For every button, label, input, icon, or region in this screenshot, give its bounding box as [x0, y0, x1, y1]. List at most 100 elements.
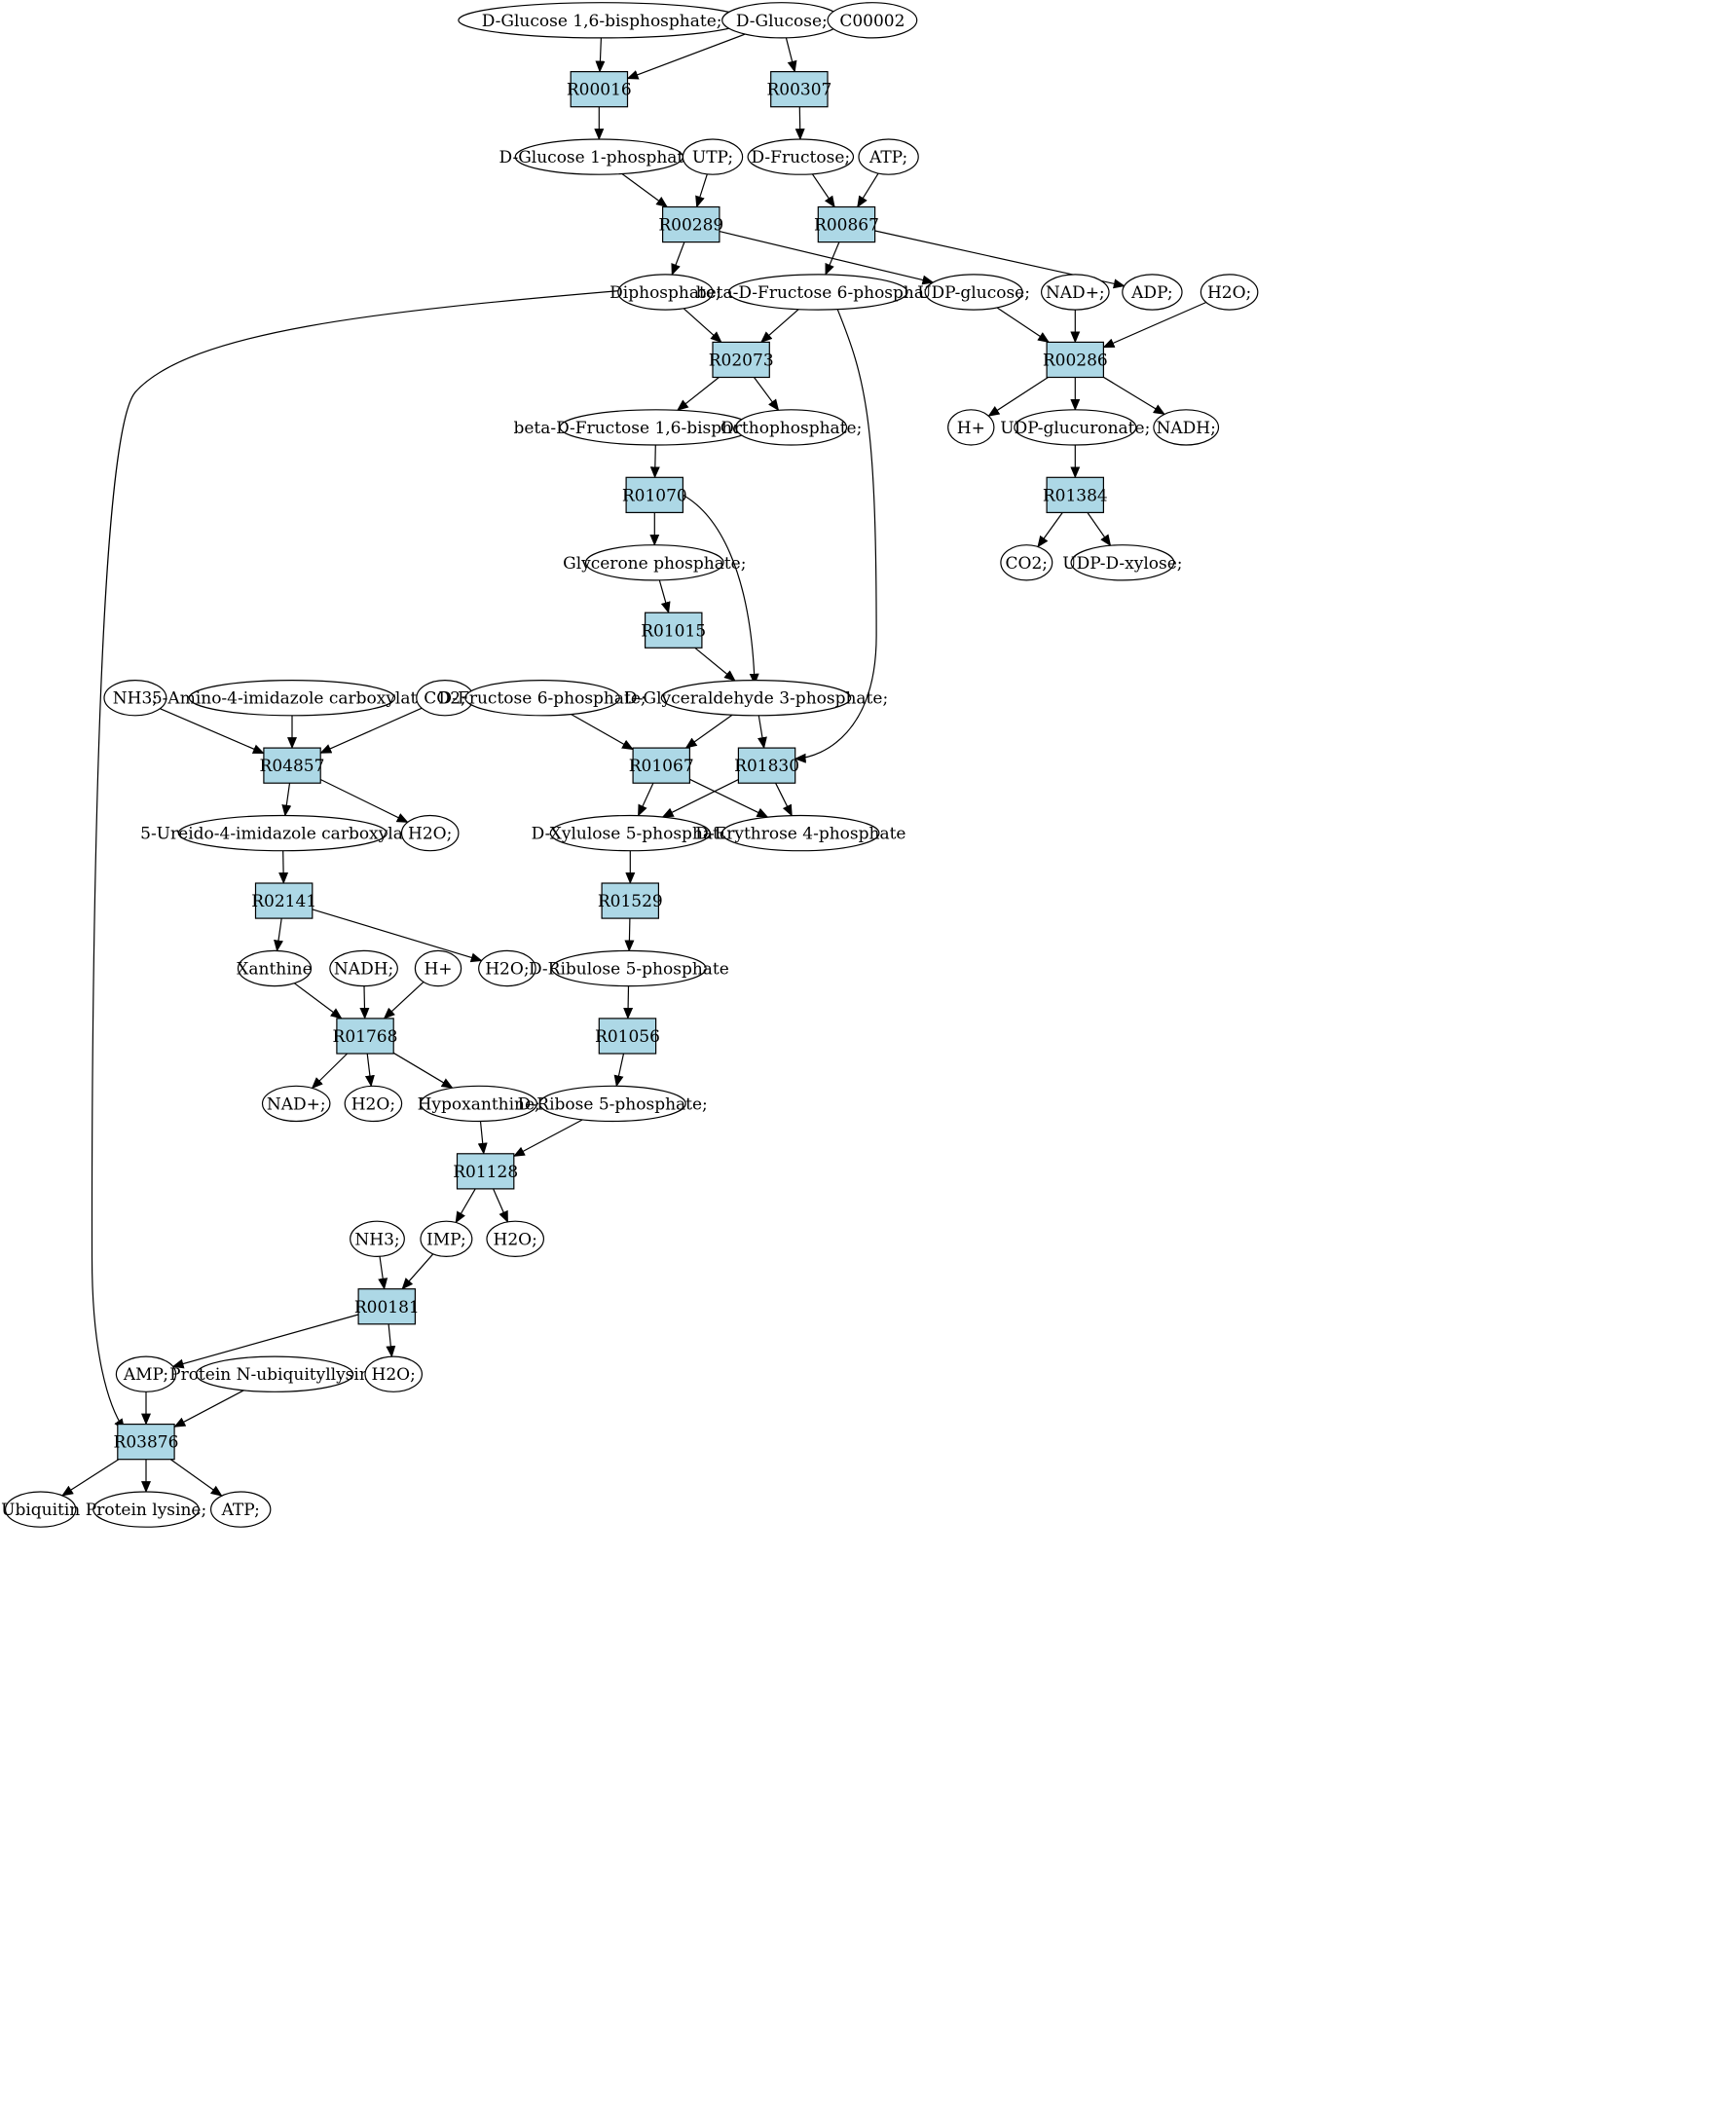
compound-label: ATP; [221, 1501, 260, 1520]
compound-ellipse [350, 1220, 405, 1258]
compound-node-nh3: NH3; [350, 1220, 405, 1258]
compound-label: D-Glyceraldehyde 3-phosphate; [624, 689, 888, 709]
edge-h-to-r01768 [383, 981, 425, 1020]
compound-node-c00002: C00002 [827, 2, 918, 39]
edge-r01768-to-h2o [364, 1053, 375, 1088]
compound-node-d-xylulose-5-phosphate: D-Xylulose 5-phosphate [532, 814, 729, 852]
compound-label: H2O; [351, 1094, 395, 1114]
compound-node-d-erythrose-4-phosphate: D-Erythrose 4-phosphate [695, 814, 905, 852]
edge-d-glyceraldehyde-3-phosphate-to-r01067 [684, 714, 733, 749]
compound-node-adp: ADP; [1122, 274, 1183, 311]
reaction-node-r01830: R01830 [734, 747, 799, 784]
compound-label: D-Ribulose 5-phosphate [529, 960, 729, 980]
compound-node-5-amino-4-imidazole-carboxylate: 5-Amino-4-imidazole carboxylate; [152, 680, 432, 717]
edge-d-glucose-1-6-bisphosphate-to-r00016 [595, 37, 606, 73]
compound-node-protein-lysine: Protein lysine; [86, 1491, 206, 1528]
edge-beta-d-fructose-6-phosphate-to-r01830 [794, 308, 877, 763]
edge-layer [61, 33, 1207, 1497]
compound-ellipse [727, 274, 908, 311]
compound-ellipse [400, 814, 460, 852]
compound-label: ATP; [868, 148, 907, 167]
compound-ellipse [344, 1085, 403, 1123]
compound-label: NH3; [113, 689, 158, 709]
compound-ellipse [1041, 274, 1110, 311]
compound-node-h2o: H2O; [486, 1220, 545, 1258]
compound-ellipse [617, 274, 714, 311]
edge-r01768-to-hypoxanthine [392, 1052, 454, 1089]
compound-node-co2: CO2; [1000, 544, 1053, 581]
reaction-box [254, 882, 314, 919]
compound-node-h: H+ [414, 949, 462, 987]
compound-label: Protein N-ubiquityllysine [169, 1365, 380, 1385]
edge-r01384-to-co2 [1037, 512, 1063, 548]
compound-node-utp: UTP; [682, 138, 744, 175]
compound-node-nadh: NADH; [329, 949, 398, 987]
reaction-box [1046, 341, 1104, 379]
compound-ellipse [584, 544, 724, 581]
reaction-label: R01070 [622, 486, 687, 505]
reaction-label: R01768 [333, 1027, 398, 1047]
compound-ellipse [420, 1085, 538, 1123]
compound-label: D-Fructose; [751, 148, 850, 167]
compound-node-nad: NAD+; [261, 1085, 331, 1123]
compound-label: 5-Ureido-4-imidazole carboxylate; [140, 825, 425, 844]
edge-r01128-to-imp [455, 1188, 476, 1224]
compound-node-co2: CO2; [416, 680, 474, 717]
reaction-label: R01830 [734, 757, 799, 776]
compound-label: D-Glucose 1,6-bisphosphate; [482, 12, 722, 31]
compound-label: IMP; [426, 1230, 466, 1249]
compound-label: NADH; [334, 960, 393, 980]
compound-label: CO2; [424, 689, 466, 709]
compound-node-udp-d-xylose: UDP-D-xylose; [1062, 544, 1183, 581]
edge-r00289-to-diphosphate [671, 241, 685, 277]
edge-h2o-to-r00286 [1102, 301, 1207, 349]
compound-label: H2O; [372, 1365, 416, 1385]
compound-node-d-glucose-1-phosphate: D-Glucose 1-phosphate; [499, 138, 699, 175]
edge-r04857-to-5-ureido-4-imidazole-carboxylate [281, 783, 292, 817]
reaction-box [456, 1153, 515, 1190]
reaction-label: R00286 [1043, 352, 1108, 371]
compound-ellipse [1153, 409, 1220, 446]
compound-label: D-Fructose 6-phosphate; [438, 689, 646, 709]
edge-d-ribose-5-phosphate-to-r01128 [512, 1119, 583, 1157]
reaction-box [817, 205, 876, 243]
compound-label: NAD+; [1046, 283, 1105, 303]
compound-label: UDP-glucose; [917, 283, 1030, 303]
compound-ellipse [237, 949, 313, 987]
reaction-node-r01056: R01056 [595, 1018, 660, 1055]
compound-label: Protein lysine; [86, 1501, 206, 1520]
edge-r01529-to-d-ribulose-5-phosphate [624, 918, 635, 952]
node-layer: D-Glucose 1,6-bisphosphate;D-Glucose;C00… [1, 2, 1259, 1528]
reaction-label: R00016 [567, 81, 632, 100]
compound-node-h: H+ [947, 409, 995, 446]
edge-utp-to-r00289 [695, 173, 708, 208]
compound-label: Xanthine [237, 960, 312, 980]
compound-ellipse [478, 949, 536, 987]
compound-label: D-Erythrose 4-phosphate [695, 825, 905, 844]
edge-beta-d-fructose-6-phosphate-to-r02073 [760, 309, 799, 344]
reaction-label: R00181 [354, 1298, 420, 1317]
reaction-box [357, 1288, 417, 1325]
reaction-box [712, 341, 770, 379]
compound-ellipse [92, 1491, 200, 1528]
compound-node-d-fructose: D-Fructose; [747, 138, 855, 175]
compound-ellipse [177, 814, 388, 852]
compound-ellipse [549, 814, 711, 852]
edge-glycerone-phosphate-to-r01015 [658, 579, 671, 614]
reaction-box [632, 747, 690, 784]
compound-ellipse [735, 409, 848, 446]
edge-r00307-to-d-fructose [794, 106, 805, 141]
reaction-box [598, 1018, 657, 1055]
compound-node-d-ribose-5-phosphate: D-Ribose 5-phosphate; [518, 1085, 708, 1123]
reaction-box [737, 747, 796, 784]
compound-ellipse [551, 949, 707, 987]
reaction-label: R03876 [114, 1433, 179, 1453]
reaction-box [770, 70, 829, 108]
compound-label: CO2; [1006, 554, 1049, 574]
compound-ellipse [464, 680, 620, 717]
reaction-node-r00867: R00867 [814, 205, 879, 243]
compound-node-h2o: H2O; [344, 1085, 403, 1123]
reaction-label: R01067 [629, 757, 694, 776]
compound-ellipse [827, 2, 918, 39]
edge-r01056-to-d-ribose-5-phosphate [613, 1053, 625, 1088]
